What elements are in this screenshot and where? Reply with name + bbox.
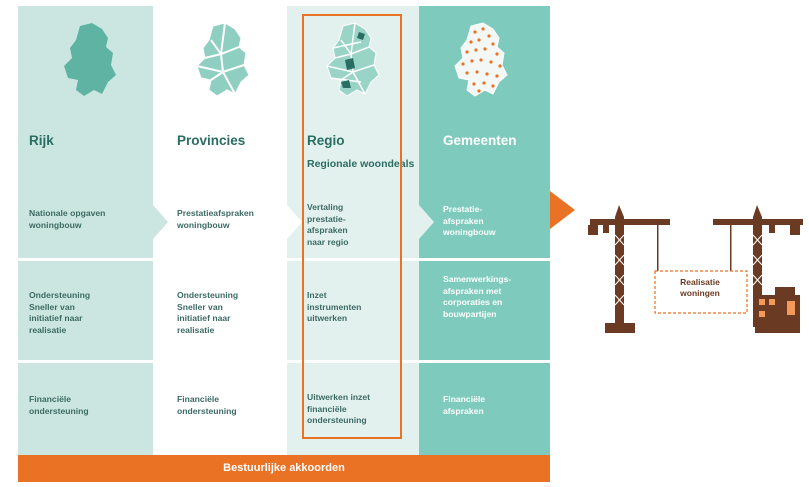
cell-row-3: Financiële afspraken	[443, 394, 486, 416]
column-gemeenten: Gemeenten Prestatie- afspraken woningbou…	[419, 6, 550, 455]
cell-row-1: Vertaling prestatie- afspraken naar regi…	[307, 202, 349, 247]
cell-row-3: Financiële ondersteuning	[177, 394, 237, 416]
municipalities-map-icon	[449, 20, 511, 100]
chevron-right-icon	[153, 205, 168, 239]
regio-highlight-frame	[302, 14, 402, 439]
cell-row-1: Nationale opgaven woningbouw	[29, 208, 106, 230]
cell-row-2: Ondersteuning Sneller van initiatief naa…	[29, 290, 91, 335]
arrow-right-icon	[550, 191, 575, 229]
column-title: Gemeenten	[443, 133, 517, 148]
cell-row-3: Uitwerken inzet financiële ondersteuning	[307, 392, 371, 425]
footer-label: Bestuurlijke akkoorden	[223, 462, 345, 474]
chevron-right-icon	[287, 205, 302, 239]
column-title: Regio	[307, 133, 345, 148]
column-provincies: Provincies Prestatieafspraken woningbouw…	[153, 6, 287, 455]
cell-row-3: Financiële ondersteuning	[29, 394, 89, 416]
row-divider	[18, 258, 550, 261]
netherlands-map-icon	[58, 20, 120, 100]
cell-row-2: Samenwerkings- afspraken met corporaties…	[443, 274, 512, 319]
column-regio: Regio Regionale woondeals Vertaling pres…	[287, 6, 419, 455]
column-title: Provincies	[177, 133, 246, 148]
construction-cranes-icon	[585, 195, 805, 345]
chevron-right-icon	[419, 205, 434, 239]
cell-row-1: Prestatieafspraken woningbouw	[177, 208, 254, 230]
column-subtitle: Regionale woondeals	[307, 158, 415, 170]
column-rijk: Rijk Nationale opgaven woningbouw Onders…	[18, 6, 153, 455]
provinces-map-icon	[191, 20, 253, 100]
row-divider	[18, 360, 550, 363]
cell-row-2: Inzet instrumenten uitwerken	[307, 290, 362, 323]
cell-row-1: Prestatie- afspraken woningbouw	[443, 204, 496, 237]
cell-row-2: Ondersteuning Sneller van initiatief naa…	[177, 290, 239, 335]
column-title: Rijk	[29, 133, 54, 148]
regions-map-icon	[321, 20, 383, 100]
realisatie-woningen-label: Realisatie woningen	[680, 277, 720, 298]
footer-bar: Bestuurlijke akkoorden	[18, 455, 550, 482]
